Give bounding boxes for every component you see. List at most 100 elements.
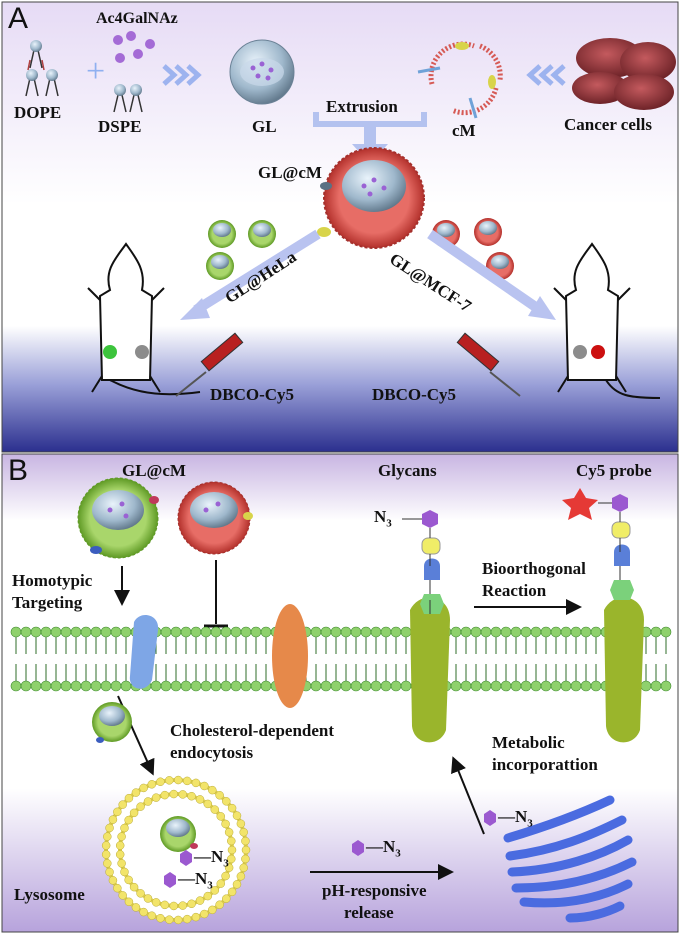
- glhela-particles: [206, 220, 276, 280]
- lipid-head: [100, 680, 112, 692]
- label-glycans: Glycans: [378, 461, 437, 480]
- lysosome-lipid: [169, 901, 178, 911]
- tumor-red: [591, 345, 605, 359]
- lysosome-lipid: [129, 808, 139, 818]
- lysosome-lipid: [108, 815, 118, 824]
- lipid-head: [650, 626, 662, 638]
- lysosome-lipid: [124, 793, 134, 803]
- dspe-lipids: [113, 84, 143, 113]
- lysosome-lipid: [115, 850, 125, 859]
- lysosome-lipid: [200, 781, 209, 791]
- route-arrows: [180, 229, 556, 320]
- lysosome-lipid: [215, 791, 224, 800]
- lipid-head: [180, 680, 192, 692]
- gl-liposome: [229, 39, 295, 105]
- azide-sub: 3: [386, 517, 392, 530]
- azide-sugar-1: [180, 850, 192, 866]
- lysosome-lipid: [173, 775, 183, 785]
- lipid-head: [50, 680, 62, 692]
- lipid-head: [340, 626, 352, 638]
- lysosome-lipid: [227, 845, 237, 855]
- lysosome-lipid: [139, 907, 148, 917]
- lipid-head: [200, 626, 212, 638]
- lipid-head: [250, 680, 262, 692]
- lipid-head: [240, 680, 252, 692]
- lipid-head: [230, 626, 242, 638]
- lipid-head: [510, 626, 522, 638]
- lipid-head: [210, 626, 222, 638]
- lysosome-lipid: [124, 815, 133, 825]
- lipid-head: [70, 626, 82, 638]
- label-metabolic-1: Metabolic: [492, 733, 565, 752]
- lipid-head: [460, 680, 472, 692]
- lipid-head: [40, 680, 52, 692]
- label-endo-2: endocytosis: [170, 743, 254, 762]
- lipid-head: [470, 626, 482, 638]
- lipid-head: [400, 680, 412, 692]
- lipid-head: [30, 626, 42, 638]
- lipid-head: [260, 626, 272, 638]
- lyso-n3-2-text: —N: [178, 869, 208, 888]
- golgi-apparatus: [503, 795, 637, 923]
- lysosome-lipid: [118, 800, 127, 809]
- lipid-head: [550, 626, 562, 638]
- label-metabolic-2: incorporattion: [492, 755, 598, 774]
- lysosome-lipid: [120, 867, 129, 877]
- lysosome-lipid: [117, 832, 126, 841]
- lysosome-lipid: [187, 899, 196, 909]
- azide-n: N: [374, 507, 387, 526]
- lysosome-lipid: [143, 894, 153, 903]
- label-cm: cM: [452, 121, 476, 140]
- lipid-head: [20, 626, 32, 638]
- lysosome-lipid: [147, 911, 157, 920]
- lysosome-lipid: [131, 788, 141, 797]
- lipid-head: [160, 626, 172, 638]
- lysosome-lipid: [103, 859, 112, 868]
- lipid-head: [530, 626, 542, 638]
- lipid-head: [210, 680, 222, 692]
- lysosome-lipid: [143, 797, 153, 806]
- lysosome-lipid: [232, 811, 242, 820]
- lipid-head: [120, 680, 132, 692]
- lysosome-lipid: [241, 854, 250, 864]
- lysosome-lipid: [236, 819, 246, 828]
- lysosome-lipid: [239, 827, 248, 837]
- lipid-head: [60, 626, 72, 638]
- lysosome-lipid: [191, 912, 201, 922]
- lysosome-lipid: [203, 799, 213, 809]
- tumor-green: [103, 345, 117, 359]
- lipid-head: [490, 626, 502, 638]
- label-ph-2: release: [344, 903, 394, 922]
- lysosome-lipid: [208, 785, 217, 795]
- lipid-head: [580, 680, 592, 692]
- tumor-gray-left: [135, 345, 149, 359]
- label-ac4galnaz: Ac4GalNAz: [96, 10, 178, 27]
- lysosome-lipid: [156, 913, 165, 923]
- lysosome-lipid: [101, 841, 111, 850]
- glcm-green-particle: [77, 477, 159, 559]
- label-dope: DOPE: [14, 103, 62, 122]
- glcm-red-particle: [177, 481, 253, 555]
- lipid-head: [50, 626, 62, 638]
- lipid-head: [110, 680, 122, 692]
- lipid-head: [220, 626, 232, 638]
- label-lyso-n3-2: —N3: [178, 869, 213, 891]
- lipid-head: [570, 680, 582, 692]
- lipid-head: [530, 680, 542, 692]
- lipid-head: [80, 680, 92, 692]
- lysosome-lipid: [136, 889, 145, 898]
- lysosome-lipid: [108, 876, 118, 885]
- lipid-head: [460, 626, 472, 638]
- lysosome-lipid: [195, 795, 205, 804]
- free-n3-text: —N: [366, 837, 396, 856]
- azide-sugar-free: [352, 840, 364, 856]
- lipid-head: [450, 680, 462, 692]
- lipid-head: [260, 680, 272, 692]
- lysosome-lipid: [178, 901, 188, 910]
- label-dbco-right: DBCO-Cy5: [372, 385, 457, 404]
- lipid-head: [340, 680, 352, 692]
- lipid-head: [390, 680, 402, 692]
- cancer-cells-image: [572, 38, 676, 110]
- lysosome-lipid: [208, 905, 217, 915]
